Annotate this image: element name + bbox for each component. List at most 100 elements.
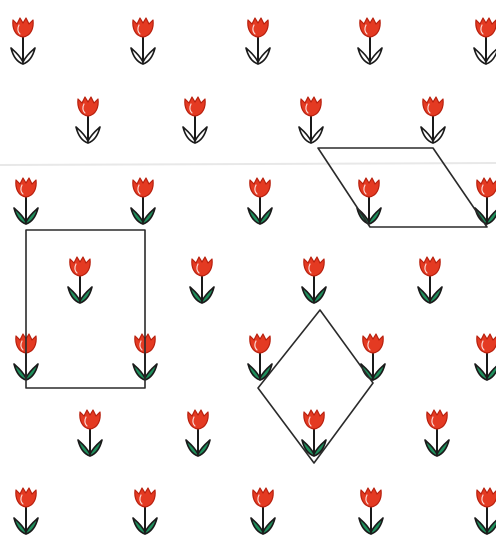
tulip <box>358 487 384 535</box>
tulip-leaf <box>132 363 146 381</box>
tulip-leaf <box>67 286 81 304</box>
tulip <box>301 256 327 304</box>
tulip-leaf <box>132 517 146 535</box>
tulip-flower <box>360 487 382 508</box>
tulip <box>185 409 211 457</box>
tulip-leaf <box>144 517 158 535</box>
tulip-leaf <box>486 209 496 225</box>
tulip-leaf <box>360 363 374 381</box>
tulip-leaf <box>486 365 496 381</box>
tulip-leaf <box>474 517 488 535</box>
tulip <box>301 409 327 457</box>
tulip <box>247 177 273 225</box>
tulip-highlight <box>363 184 367 195</box>
tulip-leaf <box>436 439 450 457</box>
tulip-leaf <box>194 126 208 144</box>
tulip-leaf <box>77 439 91 457</box>
tulip-leaf <box>25 363 39 381</box>
tulip-flower <box>359 17 381 38</box>
tulip <box>417 256 443 304</box>
tulip-flower <box>303 409 325 430</box>
tulip-flower <box>476 177 496 198</box>
tulip-flower <box>15 177 37 198</box>
tulip-highlight <box>431 416 435 427</box>
tulip <box>13 177 39 225</box>
tulip-leaf <box>13 363 27 381</box>
tulip-flower <box>247 17 269 38</box>
tulip-leaf <box>142 207 156 225</box>
rhombus-shape <box>257 309 374 464</box>
tulip <box>245 17 271 65</box>
tulip-highlight <box>481 340 485 351</box>
parallelogram-shape <box>317 147 488 228</box>
tulip-leaf <box>298 126 312 144</box>
tulip-leaf <box>424 439 438 457</box>
tulip-flower <box>79 409 101 430</box>
tulip-highlight <box>139 494 143 505</box>
tulip-highlight <box>20 184 24 195</box>
tulip-leaf <box>473 47 487 65</box>
tulip-highlight <box>20 340 24 351</box>
tulip-leaf <box>368 207 382 225</box>
tulip <box>67 256 93 304</box>
tulip <box>474 487 496 535</box>
tulip-leaf <box>201 286 215 304</box>
rectangle-shape <box>25 229 146 389</box>
geometric-shapes <box>25 147 488 464</box>
tulip-highlight <box>254 340 258 351</box>
tulip-leaf <box>250 517 264 535</box>
tulip-leaf <box>417 286 431 304</box>
tulip-highlight <box>137 184 141 195</box>
tulip-flower <box>132 17 154 38</box>
tulip-flower <box>184 96 206 117</box>
tulip-leaf <box>89 439 103 457</box>
tulip-leaf <box>142 47 156 65</box>
tulip-leaf <box>313 439 327 457</box>
tulip-highlight <box>427 103 431 114</box>
tulip-highlight <box>367 340 371 351</box>
tulip-flower <box>191 256 213 277</box>
tulip-highlight <box>137 24 141 35</box>
tulip-flower <box>132 177 154 198</box>
tulip-highlight <box>481 494 485 505</box>
tulip-leaf <box>130 47 144 65</box>
tulip-leaf <box>369 47 383 65</box>
tulip-flower <box>300 96 322 117</box>
tulip-leaf <box>372 363 386 381</box>
tulip <box>474 177 496 225</box>
tulip-flower <box>475 17 496 38</box>
tulip-leaf <box>420 126 434 144</box>
tulip <box>130 177 156 225</box>
tulip-leaf <box>474 207 488 225</box>
tulip-highlight <box>192 416 196 427</box>
tulip-leaf <box>10 47 24 65</box>
tulip-highlight <box>424 263 428 274</box>
tulip-flower <box>303 256 325 277</box>
tulip-flower <box>12 17 34 38</box>
tulip-highlight <box>254 184 258 195</box>
tulip-leaf <box>13 517 27 535</box>
tulip-highlight <box>17 24 21 35</box>
tulip-leaf <box>259 207 273 225</box>
tulip-highlight <box>252 24 256 35</box>
tulip <box>130 17 156 65</box>
tulip-leaf <box>358 517 372 535</box>
tulip-leaf <box>75 126 89 144</box>
tulip <box>75 96 101 144</box>
tulip-flower <box>419 256 441 277</box>
tulip-leaf <box>247 363 261 381</box>
tulip-leaf <box>185 439 199 457</box>
tulip-leaf <box>13 207 27 225</box>
tulip-leaf <box>79 286 93 304</box>
tulip-leaf <box>25 207 39 225</box>
tulip-leaf <box>197 439 211 457</box>
tulip-highlight <box>257 494 261 505</box>
tulip-leaf <box>245 47 259 65</box>
tulip-leaf <box>486 519 496 535</box>
tulip-leaf <box>474 363 488 381</box>
tulip <box>132 487 158 535</box>
tulip-flower <box>358 177 380 198</box>
tulip-flower <box>187 409 209 430</box>
tulip-flower <box>426 409 448 430</box>
